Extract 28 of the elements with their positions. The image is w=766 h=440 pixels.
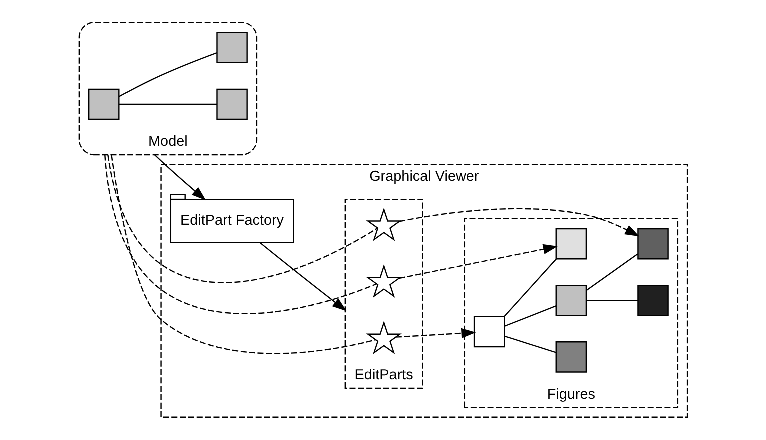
node-box — [88, 88, 120, 120]
node-box — [555, 284, 587, 316]
cluster: Figures — [464, 218, 678, 408]
node-box — [637, 228, 668, 260]
connector — [504, 306, 556, 327]
cluster: EditParts — [344, 198, 423, 390]
node-box — [473, 316, 505, 348]
node-picture — [366, 320, 402, 355]
connector — [110, 154, 376, 354]
arrow — [395, 328, 476, 339]
connector — [118, 52, 217, 98]
connector — [504, 258, 556, 318]
node-box — [216, 88, 248, 120]
node-box — [637, 284, 668, 316]
cluster: Model — [78, 22, 258, 156]
connector — [107, 154, 378, 284]
node-box — [555, 342, 587, 373]
node-box — [555, 228, 587, 260]
node-picture — [366, 208, 402, 242]
arrow — [399, 208, 640, 237]
node-box — [216, 32, 248, 64]
connector — [586, 300, 638, 302]
connector — [586, 254, 638, 292]
connector — [118, 104, 217, 106]
arrow — [260, 242, 346, 312]
connector — [504, 336, 556, 354]
node-picture — [366, 264, 402, 298]
arrow — [398, 244, 558, 280]
